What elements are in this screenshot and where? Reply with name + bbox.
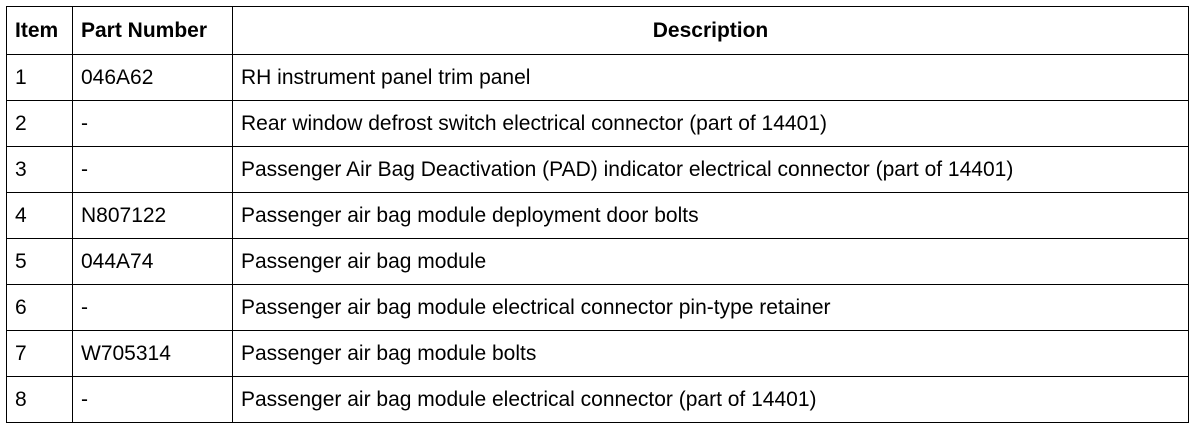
parts-table: Item Part Number Description 1 046A62 RH… — [6, 6, 1189, 423]
cell-description: Passenger air bag module deployment door… — [232, 192, 1189, 239]
cell-item: 2 — [6, 100, 73, 147]
cell-description: Rear window defrost switch electrical co… — [232, 100, 1189, 147]
cell-part-number: - — [72, 284, 233, 331]
cell-item: 8 — [6, 376, 73, 423]
table-row: 4 N807122 Passenger air bag module deplo… — [6, 192, 1189, 239]
table-row: 8 - Passenger air bag module electrical … — [6, 376, 1189, 423]
cell-item: 3 — [6, 146, 73, 193]
cell-description: RH instrument panel trim panel — [232, 54, 1189, 101]
table-row: 7 W705314 Passenger air bag module bolts — [6, 330, 1189, 377]
header-description: Description — [232, 6, 1189, 55]
table-row: 3 - Passenger Air Bag Deactivation (PAD)… — [6, 146, 1189, 193]
table-row: 6 - Passenger air bag module electrical … — [6, 284, 1189, 331]
cell-part-number: - — [72, 146, 233, 193]
cell-part-number: 046A62 — [72, 54, 233, 101]
cell-part-number: 044A74 — [72, 238, 233, 285]
cell-description: Passenger air bag module — [232, 238, 1189, 285]
cell-item: 7 — [6, 330, 73, 377]
cell-description: Passenger air bag module bolts — [232, 330, 1189, 377]
cell-part-number: - — [72, 376, 233, 423]
header-item: Item — [6, 6, 73, 55]
table-row: 1 046A62 RH instrument panel trim panel — [6, 54, 1189, 101]
cell-part-number: W705314 — [72, 330, 233, 377]
cell-part-number: - — [72, 100, 233, 147]
parts-table-container: Item Part Number Description 1 046A62 RH… — [6, 6, 1189, 436]
cell-item: 4 — [6, 192, 73, 239]
cell-part-number: N807122 — [72, 192, 233, 239]
header-part-number: Part Number — [72, 6, 233, 55]
cell-description: Passenger air bag module electrical conn… — [232, 376, 1189, 423]
table-row: 5 044A74 Passenger air bag module — [6, 238, 1189, 285]
cell-item: 1 — [6, 54, 73, 101]
cell-item: 6 — [6, 284, 73, 331]
cell-item: 5 — [6, 238, 73, 285]
cell-description: Passenger Air Bag Deactivation (PAD) ind… — [232, 146, 1189, 193]
cell-description: Passenger air bag module electrical conn… — [232, 284, 1189, 331]
table-header-row: Item Part Number Description — [6, 6, 1189, 55]
table-row: 2 - Rear window defrost switch electrica… — [6, 100, 1189, 147]
